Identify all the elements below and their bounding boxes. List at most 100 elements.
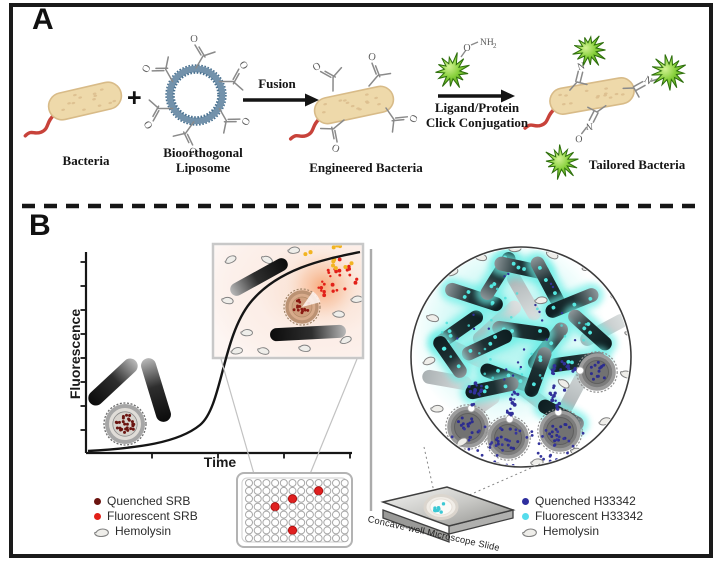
well-fluorescent	[287, 494, 298, 504]
well	[279, 534, 288, 543]
stained-bacterium	[540, 283, 604, 323]
well	[279, 486, 288, 495]
well	[297, 534, 306, 543]
well	[279, 494, 288, 503]
well	[288, 479, 297, 487]
well	[253, 486, 262, 495]
well	[279, 510, 288, 519]
quenched-liposome	[103, 402, 147, 446]
legend-item: Fluorescent SRB	[94, 510, 198, 523]
caption-tailored: Tailored Bacteria	[588, 157, 686, 172]
well-fluorescent	[287, 525, 298, 536]
stained-bacterium	[563, 304, 617, 356]
legend-label: Quenched SRB	[107, 494, 191, 508]
well	[305, 534, 314, 543]
legend-label: Quenched H33342	[535, 494, 636, 508]
conjugation-label-line1: Ligand/Protein	[434, 100, 520, 115]
legend-label: Fluorescent H33342	[535, 509, 644, 523]
well	[332, 534, 340, 543]
caption-engineered: Engineered Bacteria	[309, 160, 423, 175]
hemolysin-icon	[230, 347, 243, 355]
svg-text:O: O	[188, 145, 197, 157]
svg-text:O: O	[367, 52, 377, 64]
stained-bacterium	[519, 342, 557, 402]
well	[288, 510, 297, 519]
hemolysin-icon	[422, 356, 436, 366]
legend-item: Hemolysin	[522, 525, 643, 538]
svg-text:N: N	[576, 61, 586, 73]
well	[271, 526, 280, 535]
legend-label: Hemolysin	[543, 524, 600, 538]
stained-bacterium	[456, 324, 518, 366]
fluorescent-srb-dot	[94, 513, 101, 520]
circle-content	[412, 248, 630, 466]
well	[297, 479, 306, 487]
well	[305, 526, 314, 535]
svg-text:O: O	[463, 43, 470, 54]
hemolysin-icon	[522, 527, 537, 537]
panel-b-label: B	[29, 209, 51, 242]
well	[253, 494, 262, 503]
fluorescence-graph	[80, 252, 352, 459]
well	[253, 502, 262, 511]
fluorescent-h33342-dot	[522, 513, 529, 520]
panel-a: OOOOOOOOOOONH2NONONO	[23, 34, 686, 180]
well	[340, 518, 349, 527]
well	[314, 510, 323, 519]
hemolysin-icon	[240, 329, 253, 337]
hemolysin-icon	[224, 255, 237, 264]
svg-text:O: O	[406, 112, 419, 124]
oxime-linkage: NO	[575, 104, 607, 144]
well	[297, 494, 306, 503]
well	[305, 494, 314, 503]
well	[262, 494, 271, 503]
well	[271, 510, 280, 519]
well	[332, 510, 340, 519]
well	[332, 486, 340, 495]
fusion-arrow-label: Fusion	[258, 76, 296, 91]
hemolysin-icon	[350, 295, 362, 303]
well	[262, 518, 271, 527]
legend-item: Fluorescent H33342	[522, 510, 643, 523]
arrow	[438, 89, 515, 103]
plus-sign: +	[127, 84, 142, 112]
hemolysin-icon	[257, 347, 270, 355]
well	[271, 479, 280, 487]
well	[314, 502, 323, 511]
well	[245, 510, 253, 519]
well	[288, 534, 297, 543]
well	[340, 486, 349, 495]
well	[297, 486, 306, 495]
ketone-group: O	[367, 52, 392, 87]
well	[271, 486, 280, 495]
well	[323, 510, 332, 519]
well	[253, 510, 262, 519]
inset-box	[211, 242, 365, 360]
releasing-liposome	[283, 288, 321, 326]
well	[323, 534, 332, 543]
well	[332, 494, 340, 503]
concave-well	[423, 494, 459, 520]
well	[314, 518, 323, 527]
well	[332, 518, 340, 527]
svg-text:O: O	[575, 133, 583, 144]
quenched-dye-liposome	[576, 351, 618, 393]
well	[253, 534, 262, 543]
well	[314, 494, 323, 503]
well	[245, 518, 253, 527]
legend-label: Hemolysin	[115, 524, 172, 538]
legend-item: Hemolysin	[94, 525, 198, 538]
well	[253, 479, 262, 487]
microscope-slide	[380, 486, 516, 543]
ketone-group: O	[190, 34, 216, 69]
well-fluorescent	[270, 502, 280, 512]
flagellum	[288, 116, 322, 141]
well	[245, 502, 253, 511]
ketone-group: O	[311, 60, 343, 92]
hemolysin-icon	[339, 335, 352, 345]
